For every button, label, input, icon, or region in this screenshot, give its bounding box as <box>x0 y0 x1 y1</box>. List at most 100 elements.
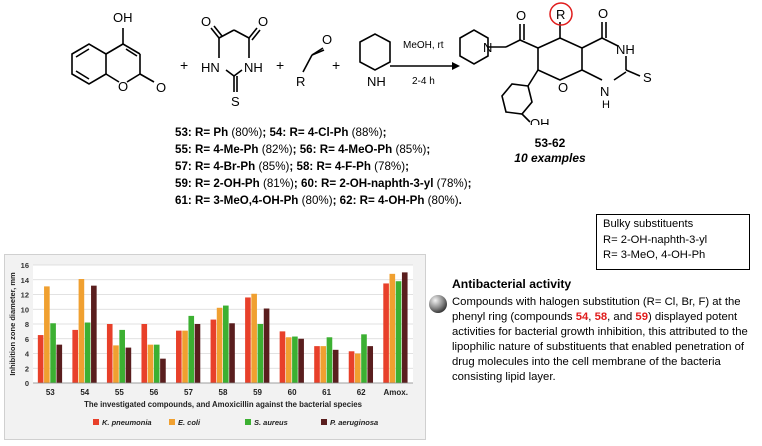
bar-59-2 <box>257 324 264 383</box>
bar-56-3 <box>160 358 166 383</box>
bar-Amox.-3 <box>401 272 408 383</box>
atom-product-h: H <box>602 99 610 111</box>
bar-Amox.-2 <box>395 281 402 383</box>
antibacterial-title: Antibacterial activity <box>452 277 572 291</box>
x-tick-label: 59 <box>253 388 262 397</box>
atom-piperidine-nh: NH <box>367 74 386 89</box>
atom-product-s: S <box>643 70 652 85</box>
bar-62-3 <box>367 346 374 383</box>
atom-s: S <box>231 94 240 109</box>
bulky-r1: R= 2-OH-naphth-3-yl <box>603 233 708 246</box>
antibacterial-text: Compounds with halogen substitution (R= … <box>452 295 752 385</box>
compound-54-highlight: 54 <box>575 311 589 323</box>
x-tick-label: 61 <box>322 388 331 397</box>
y-tick-label: 4 <box>25 350 30 359</box>
atom-o-right: O <box>258 14 268 29</box>
y-tick-label: 16 <box>21 261 29 270</box>
legend-label: E. coli <box>178 418 201 427</box>
bar-60-0 <box>279 331 286 383</box>
sphere-bullet-icon <box>429 295 447 313</box>
antibacterial-text-a: Compounds with halogen substitution (R= … <box>452 296 741 323</box>
bar-54-1 <box>78 279 85 383</box>
x-tick-label: 56 <box>149 388 158 397</box>
y-tick-label: 6 <box>25 335 29 344</box>
bar-58-3 <box>229 323 235 383</box>
product-count: 10 examples <box>514 151 586 165</box>
r-substituent: R= 3-MeO,4-OH-Ph <box>195 194 299 207</box>
reaction-arrow <box>390 62 460 70</box>
bar-53-1 <box>44 286 50 383</box>
yield: (81%) <box>262 177 294 190</box>
bar-55-3 <box>125 347 132 383</box>
bar-58-2 <box>223 305 229 383</box>
yield: (78%) <box>374 160 406 173</box>
bar-57-1 <box>182 330 188 383</box>
compound-id: 57 <box>175 160 188 173</box>
bar-58-0 <box>210 319 217 383</box>
x-tick-label: 53 <box>46 388 55 397</box>
bar-62-2 <box>361 334 367 383</box>
bar-56-2 <box>153 344 160 383</box>
yield: (85%) <box>395 143 427 156</box>
r-group-line: 53: R= Ph (80%); 54: R= 4-Cl-Ph (88%); <box>175 126 387 139</box>
atom-hn: HN <box>201 60 220 75</box>
bar-56-1 <box>147 344 154 383</box>
r-substituent: R= 4-Cl-Ph <box>289 126 349 139</box>
compound-59-highlight: 59 <box>635 311 648 323</box>
compound-id: 62 <box>339 194 353 207</box>
yield: (88%) <box>351 126 383 139</box>
bar-58-1 <box>216 307 223 383</box>
atom-phenol-oh: OH <box>530 116 550 125</box>
bar-53-2 <box>50 323 56 383</box>
atom-product-n-lower: N <box>600 84 609 99</box>
r-group-line: 61: R= 3-MeO,4-OH-Ph (80%); 62: R= 4-OH-… <box>175 194 462 207</box>
y-tick-label: 12 <box>21 291 29 300</box>
plus-sign: + <box>180 57 188 73</box>
atom-aldehyde-o: O <box>322 32 332 47</box>
bar-54-3 <box>91 285 97 383</box>
bar-Amox.-0 <box>383 283 389 383</box>
compound-id: 54 <box>269 126 283 139</box>
atom-pyran-o: O <box>558 80 568 95</box>
legend-swatch <box>245 419 251 425</box>
r-substituent: R= 4-MeO-Ph <box>319 143 393 156</box>
product-structure: N O R O O NH S N H OH <box>459 2 652 125</box>
legend-label: S. aureus <box>254 418 288 427</box>
bar-62-0 <box>348 351 355 383</box>
plus-sign: + <box>332 57 340 73</box>
bar-61-0 <box>314 346 320 383</box>
x-tick-label: Amox. <box>384 388 408 397</box>
y-axis-label: Inhibition zone diameter, mm <box>8 272 17 376</box>
compound-id: 61 <box>175 194 188 207</box>
y-tick-label: 2 <box>25 364 29 373</box>
x-axis-label: The investigated compounds, and Amoxicil… <box>84 400 363 409</box>
y-tick-label: 0 <box>25 379 29 388</box>
y-tick-label: 14 <box>21 276 30 285</box>
r-substituent: R= 4-Me-Ph <box>195 143 259 156</box>
product-range: 53-62 <box>534 136 566 150</box>
bar-62-1 <box>354 353 361 383</box>
legend-swatch <box>93 419 99 425</box>
separator-1: , <box>588 311 595 323</box>
r-substituent: R= 4-OH-Ph <box>359 194 425 207</box>
atom-nh: NH <box>244 60 263 75</box>
bar-54-2 <box>84 322 91 383</box>
reaction-conditions-time: 2-4 h <box>412 76 435 87</box>
yield: (85%) <box>258 160 290 173</box>
bar-54-0 <box>72 329 78 383</box>
reaction-conditions-solvent: MeOH, rt <box>403 40 444 51</box>
bar-57-3 <box>194 324 201 383</box>
thiobarbituric-acid-structure: O O HN NH S <box>201 14 268 109</box>
bar-59-1 <box>251 293 257 383</box>
x-tick-label: 55 <box>115 388 124 397</box>
yield: (80%) <box>301 194 333 207</box>
antibacterial-text-b: ) displayed potent activities for bacter… <box>452 311 748 383</box>
r-group-line: 57: R= 4-Br-Ph (85%); 58: R= 4-F-Ph (78%… <box>175 160 409 173</box>
piperidine-structure: NH <box>359 33 391 89</box>
r-substituent: R= 2-OH-Ph <box>195 177 260 190</box>
atom-o-left: O <box>201 14 211 29</box>
compound-id: 55 <box>175 143 188 156</box>
atom-product-nh: NH <box>616 42 635 57</box>
r-substituent: R= Ph <box>195 126 229 139</box>
